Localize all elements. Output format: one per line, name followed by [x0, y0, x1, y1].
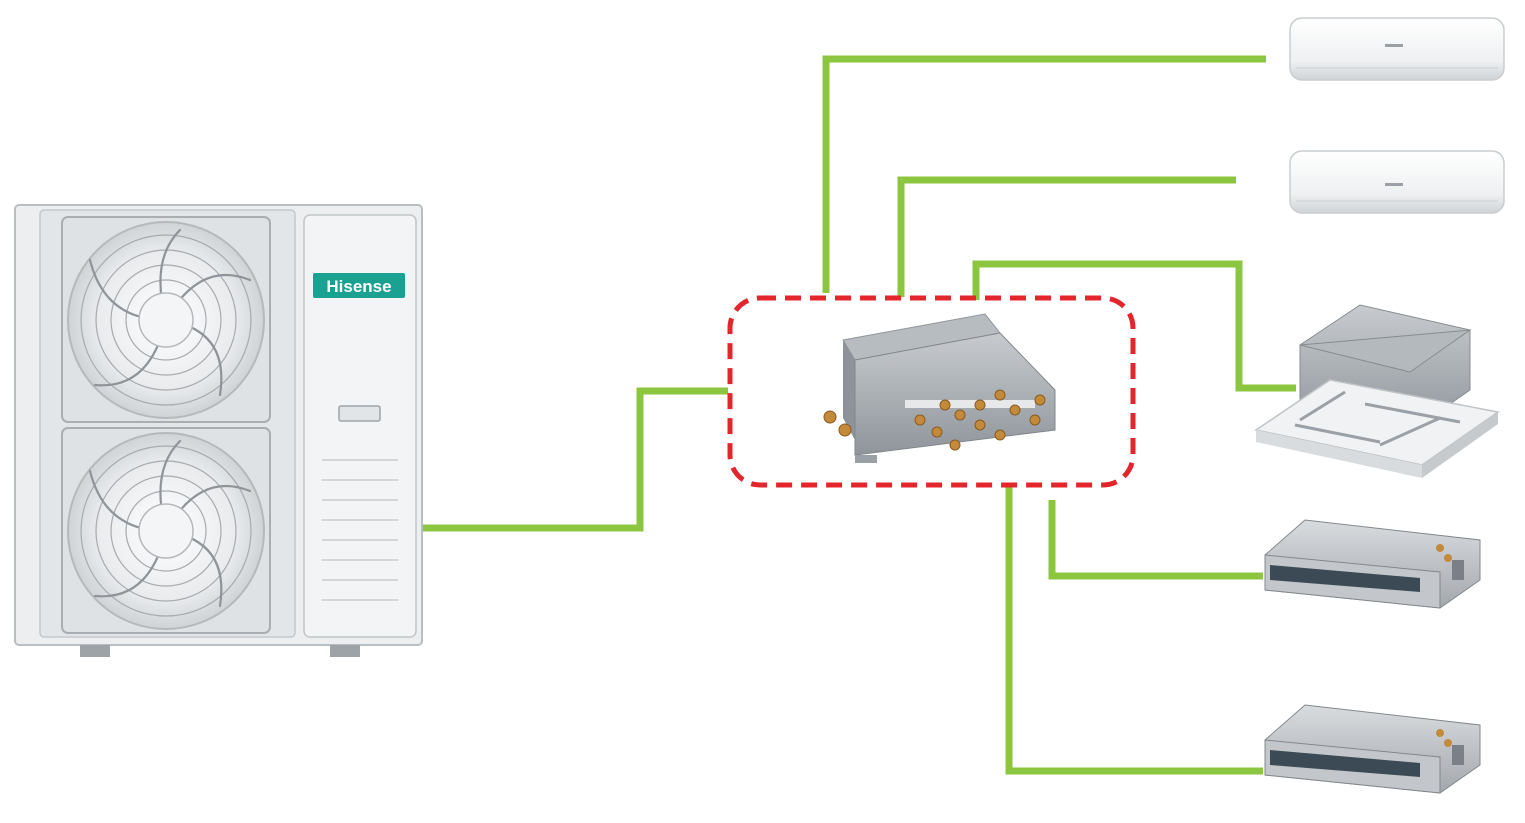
indoor-unit-ducted-2 — [1264, 704, 1481, 794]
pipe-to-wall-unit-2 — [897, 176, 1236, 297]
outdoor-unit: Hisense — [14, 204, 423, 657]
indoor-unit-wall-2 — [1289, 150, 1505, 214]
service-panel — [303, 214, 417, 638]
branch-box — [823, 313, 1056, 463]
indoor-unit-ducted-1 — [1264, 519, 1481, 609]
panel-louvers — [322, 459, 398, 601]
fan-grille-top — [61, 216, 271, 423]
brand-badge — [313, 273, 405, 298]
pipe-to-ducted-unit-2 — [1005, 486, 1263, 775]
pipe-outdoor-to-branch-box — [423, 387, 728, 532]
foot-left — [80, 645, 110, 657]
handle — [338, 405, 381, 422]
indoor-unit-cassette — [1254, 304, 1500, 478]
brand-logo-text: Hisense — [326, 277, 391, 296]
fan-grille-bottom — [61, 427, 271, 634]
pipe-to-wall-unit-1 — [822, 55, 1266, 293]
pipe-to-cassette-unit — [972, 260, 1296, 392]
pipe-to-ducted-unit-1 — [1048, 500, 1263, 580]
pipe-connectors — [823, 389, 1046, 451]
indoor-unit-wall-1 — [1289, 17, 1505, 81]
foot-right — [330, 645, 360, 657]
refrigerant-pipes — [423, 55, 1296, 775]
branch-box-group — [727, 295, 1136, 488]
branch-box-dashed-outline — [727, 295, 1136, 488]
